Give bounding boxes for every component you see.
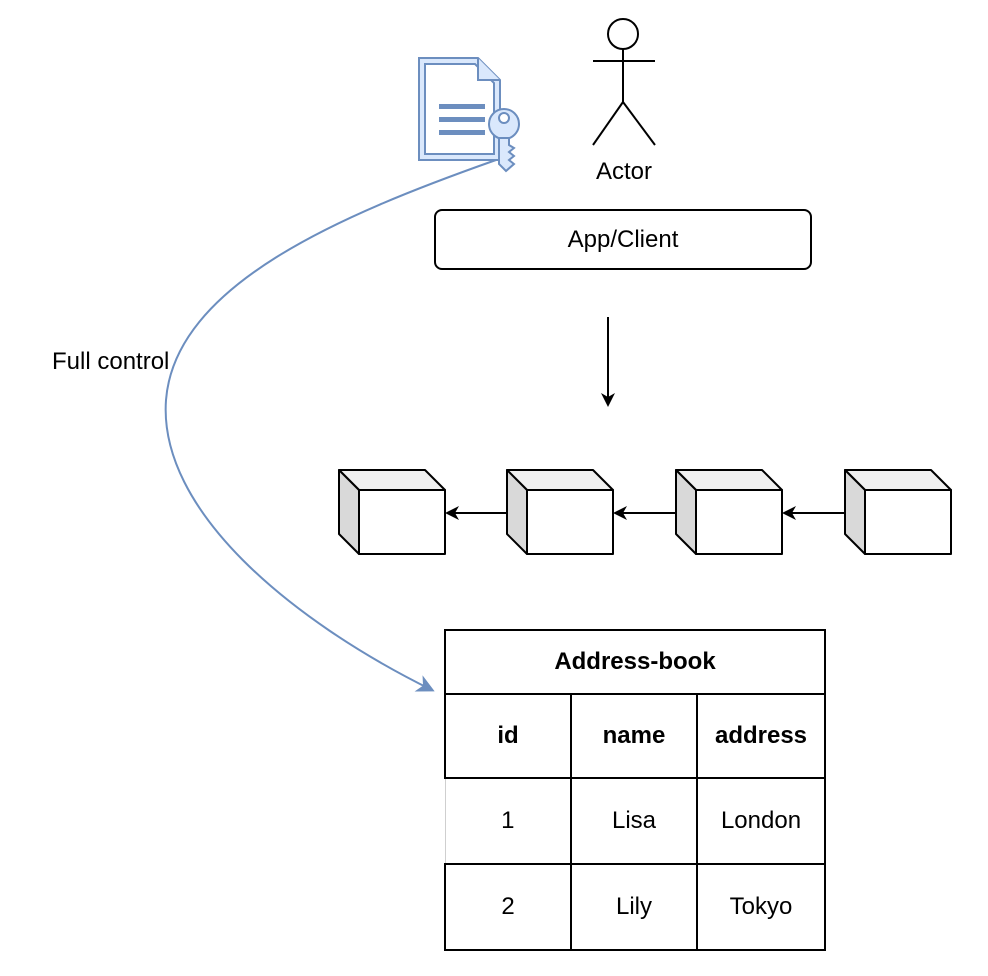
cell-name: Lisa: [570, 777, 698, 865]
actor-icon: [592, 18, 656, 146]
block-3: [675, 469, 783, 555]
cell-name: Lily: [570, 863, 698, 951]
address-book-table: Address-book id name address 1 Lisa Lond…: [444, 629, 826, 951]
column-header-address: address: [696, 693, 826, 779]
table-header-row: id name address: [444, 693, 826, 779]
full-control-curve: [164, 159, 497, 692]
app-client-label: App/Client: [567, 225, 679, 253]
table-row: 1 Lisa London: [444, 777, 826, 865]
table-title: Address-book: [444, 629, 826, 695]
cell-id: 2: [444, 863, 572, 951]
table-row: 2 Lily Tokyo: [444, 863, 826, 951]
app-client-box[interactable]: App/Client: [434, 209, 812, 270]
full-control-label: Full control: [52, 348, 170, 376]
block-4: [844, 469, 952, 555]
cell-id: 1: [444, 777, 572, 865]
block-1: [338, 469, 446, 555]
actor-label: Actor: [595, 158, 652, 185]
cell-address: Tokyo: [696, 863, 826, 951]
cell-address: London: [696, 777, 826, 865]
column-header-id: id: [444, 693, 572, 779]
table-title-row: Address-book: [444, 629, 826, 695]
block-2: [506, 469, 614, 555]
document-key-icon: [418, 57, 520, 173]
block-chain: [338, 469, 952, 555]
column-header-name: name: [570, 693, 698, 779]
